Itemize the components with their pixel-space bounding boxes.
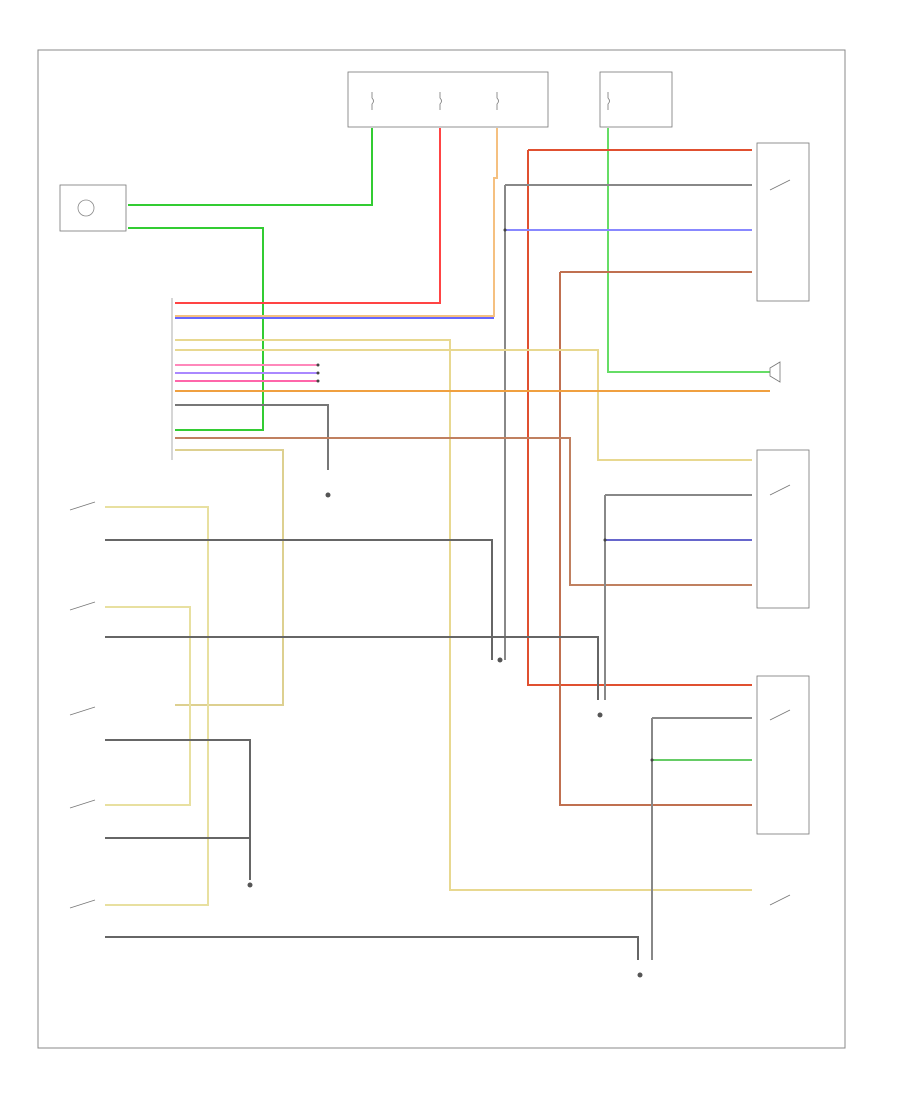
wire-left-yellow-2 [105, 606, 191, 806]
wire-green-1 [128, 128, 373, 206]
front-left-door-lock-actuator [756, 142, 810, 302]
wire-red-orange-bus [527, 150, 752, 686]
dimmer-module [59, 184, 127, 232]
wire-brown-lock [559, 272, 752, 806]
diagram-border [37, 49, 846, 1049]
wire-orange-fuse [175, 128, 498, 317]
ground-point-g3 [597, 712, 603, 718]
under-hood-fuse-box [599, 71, 673, 128]
wire-yellow-3 [175, 449, 284, 706]
wire-left-yellow-1 [105, 506, 209, 906]
ground-point-g2 [497, 657, 503, 663]
component-group [59, 142, 810, 978]
wire-red-fuse [175, 128, 441, 304]
tailgate-lock-actuator [756, 675, 810, 835]
wire-left-gray-1 [105, 539, 493, 660]
wire-gray-ground [175, 404, 329, 470]
wire-left-gray-5 [105, 936, 639, 960]
wire-left-gray-3 [105, 739, 251, 880]
wire-yellow-1 [175, 339, 752, 891]
wire-brown-2 [175, 437, 752, 586]
wire-left-gray-2 [105, 636, 599, 700]
wire-green-2 [128, 227, 264, 431]
ground-point-g1 [325, 492, 331, 498]
ground-point-g5 [637, 972, 643, 978]
fuse-box-group [347, 71, 673, 128]
wire-yellow-2 [175, 349, 752, 461]
ground-point-g4 [247, 882, 253, 888]
under-dash-fuse-box [347, 71, 549, 128]
wire-green-horn [607, 128, 770, 373]
front-right-door-lock-actuator [756, 449, 810, 609]
horn-symbol [769, 361, 781, 383]
wire-group [105, 128, 770, 960]
